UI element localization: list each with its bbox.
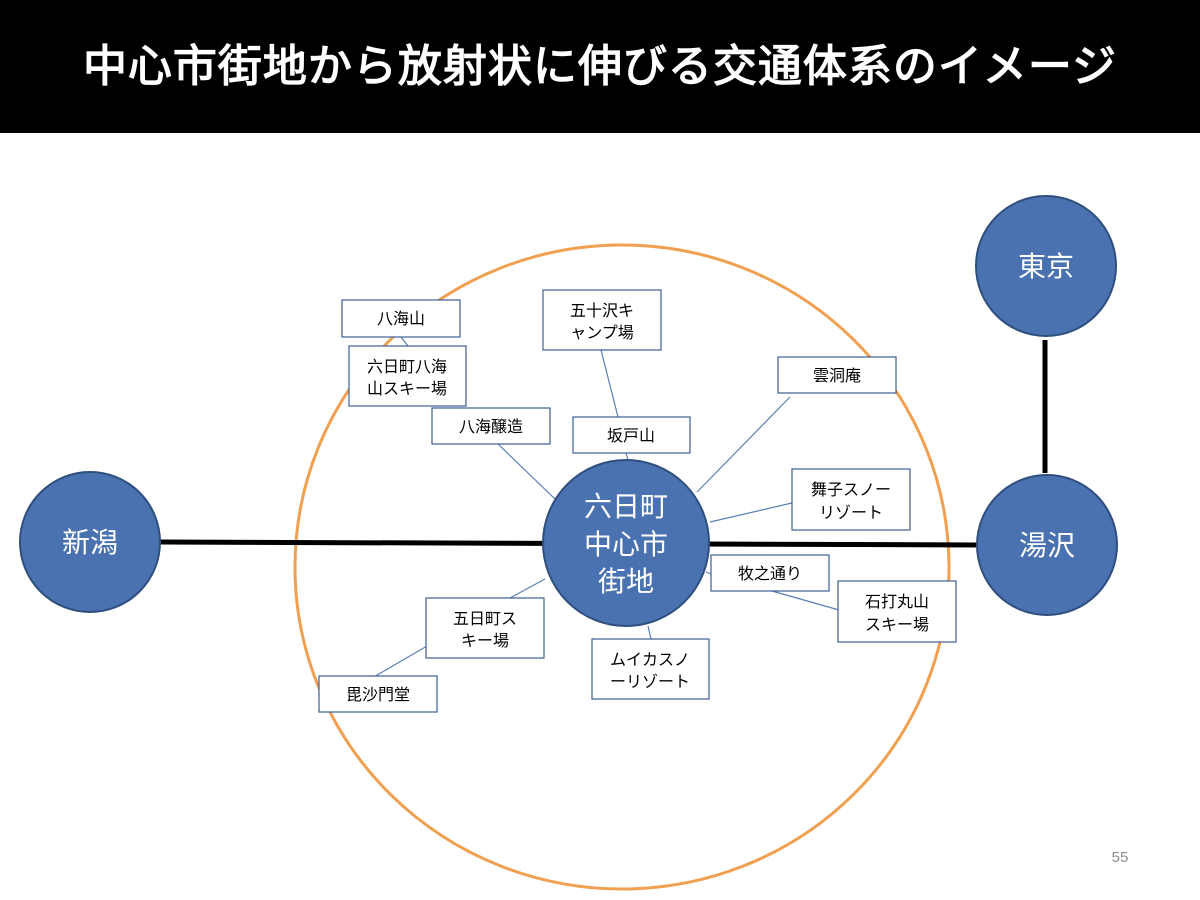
dest-ishiuchi-maruyama-ski-box <box>837 580 957 643</box>
dest-makinokayoi[interactable]: 牧之通り <box>710 554 830 592</box>
dest-sakadoyama-label: 坂戸山 <box>607 426 655 445</box>
dest-bishamondo[interactable]: 毘沙門堂 <box>318 675 438 713</box>
dest-makinokayoi-box <box>710 554 830 592</box>
dest-hakkai-jozo-label: 八海醸造 <box>459 417 523 436</box>
node-tokyo[interactable]: 東京 <box>975 195 1117 337</box>
slide-title: 中心市街地から放射状に伸びる交通体系のイメージ <box>82 41 1118 92</box>
node-tokyo-circle <box>975 195 1117 337</box>
dest-undoan-label: 雲洞庵 <box>813 366 861 385</box>
dest-gojissawa-camp[interactable]: 五十沢キ ャンプ場 <box>542 289 662 351</box>
spoke-hakkaisan <box>400 336 409 347</box>
dest-ishiuchi-maruyama-ski[interactable]: 石打丸山 スキー場 <box>837 580 957 643</box>
dest-hakkai-jozo[interactable]: 八海醸造 <box>431 407 551 445</box>
dest-muikasnow-resort-box <box>591 638 710 700</box>
spoke-hakkai-jozo <box>497 443 557 501</box>
spoke-muikamachi-ski <box>509 578 546 599</box>
spoke-bishamondo <box>371 645 428 679</box>
dest-muikamachi-ski[interactable]: 五日町ス キー場 <box>425 597 545 659</box>
node-tokyo-label: 東京 <box>1018 250 1074 283</box>
dest-muikamachi-ski-line2: キー場 <box>461 631 509 650</box>
node-niigata-label: 新潟 <box>62 526 118 559</box>
node-center-label-line2: 中心市 <box>584 528 668 561</box>
spoke-gojissawa-camp <box>600 349 619 418</box>
dest-muikasnow-resort-line2: ーリゾート <box>610 672 690 691</box>
dest-muikamachi-hakkaisan-ski[interactable]: 六日町八海 山スキー場 <box>348 345 467 407</box>
dest-hakkaisan[interactable]: 八海山 <box>341 299 461 338</box>
dest-muikamachi-hakkaisan-ski-line1: 六日町八海 <box>367 357 447 376</box>
dest-maiko-snow-resort-box <box>791 468 911 531</box>
service-zone-ring <box>293 243 951 891</box>
spoke-makinokayoi <box>705 571 712 575</box>
node-center-label-line1: 六日町 <box>584 490 668 523</box>
spoke-undoan <box>696 396 791 493</box>
title-bar <box>0 0 1200 133</box>
dest-muikamachi-hakkaisan-ski-line2: 山スキー場 <box>367 379 447 398</box>
dest-maiko-snow-resort[interactable]: 舞子スノー リゾート <box>791 468 911 531</box>
spoke-muikasnow <box>647 625 652 640</box>
node-center-label-line3: 街地 <box>598 565 654 598</box>
page-number: 55 <box>1111 849 1129 866</box>
dest-gojissawa-camp-line1: 五十沢キ <box>570 301 634 320</box>
node-niigata[interactable]: 新潟 <box>19 471 161 613</box>
node-center-circle <box>542 459 710 627</box>
spoke-lines <box>371 336 840 679</box>
dest-muikasnow-resort[interactable]: ムイカスノ ーリゾート <box>591 638 710 700</box>
spoke-sakadoyama <box>625 452 629 461</box>
dest-bishamondo-box <box>318 675 438 713</box>
spoke-ishiuchi <box>771 590 840 611</box>
dest-maiko-snow-resort-line1: 舞子スノー <box>811 480 891 499</box>
spoke-maiko <box>709 502 793 523</box>
dest-muikamachi-hakkaisan-ski-box <box>348 345 467 407</box>
dest-muikamachi-ski-box <box>425 597 545 659</box>
dest-undoan[interactable]: 雲洞庵 <box>777 356 897 394</box>
dest-gojissawa-camp-line2: ャンプ場 <box>570 323 634 342</box>
dest-sakadoyama-box <box>572 416 691 454</box>
dest-gojissawa-camp-box <box>542 289 662 351</box>
dest-sakadoyama[interactable]: 坂戸山 <box>572 416 691 454</box>
node-yuzawa-circle <box>976 474 1118 616</box>
node-yuzawa[interactable]: 湯沢 <box>976 474 1118 616</box>
dest-ishiuchi-maruyama-ski-line1: 石打丸山 <box>865 592 929 611</box>
dest-ishiuchi-maruyama-ski-line2: スキー場 <box>865 615 929 634</box>
dest-hakkai-jozo-box <box>431 407 551 445</box>
node-niigata-circle <box>19 471 161 613</box>
dest-hakkaisan-box <box>341 299 461 338</box>
dest-makinokayoi-label: 牧之通り <box>738 564 802 583</box>
dest-muikasnow-resort-line1: ムイカスノ <box>610 650 690 669</box>
dest-maiko-snow-resort-line2: リゾート <box>819 503 883 522</box>
dest-undoan-box <box>777 356 897 394</box>
node-center[interactable]: 六日町 中心市 街地 <box>542 459 710 627</box>
dest-bishamondo-label: 毘沙門堂 <box>346 685 410 704</box>
dest-muikamachi-ski-line1: 五日町ス <box>453 609 517 628</box>
dest-hakkaisan-label: 八海山 <box>377 309 425 328</box>
node-yuzawa-label: 湯沢 <box>1019 529 1075 562</box>
